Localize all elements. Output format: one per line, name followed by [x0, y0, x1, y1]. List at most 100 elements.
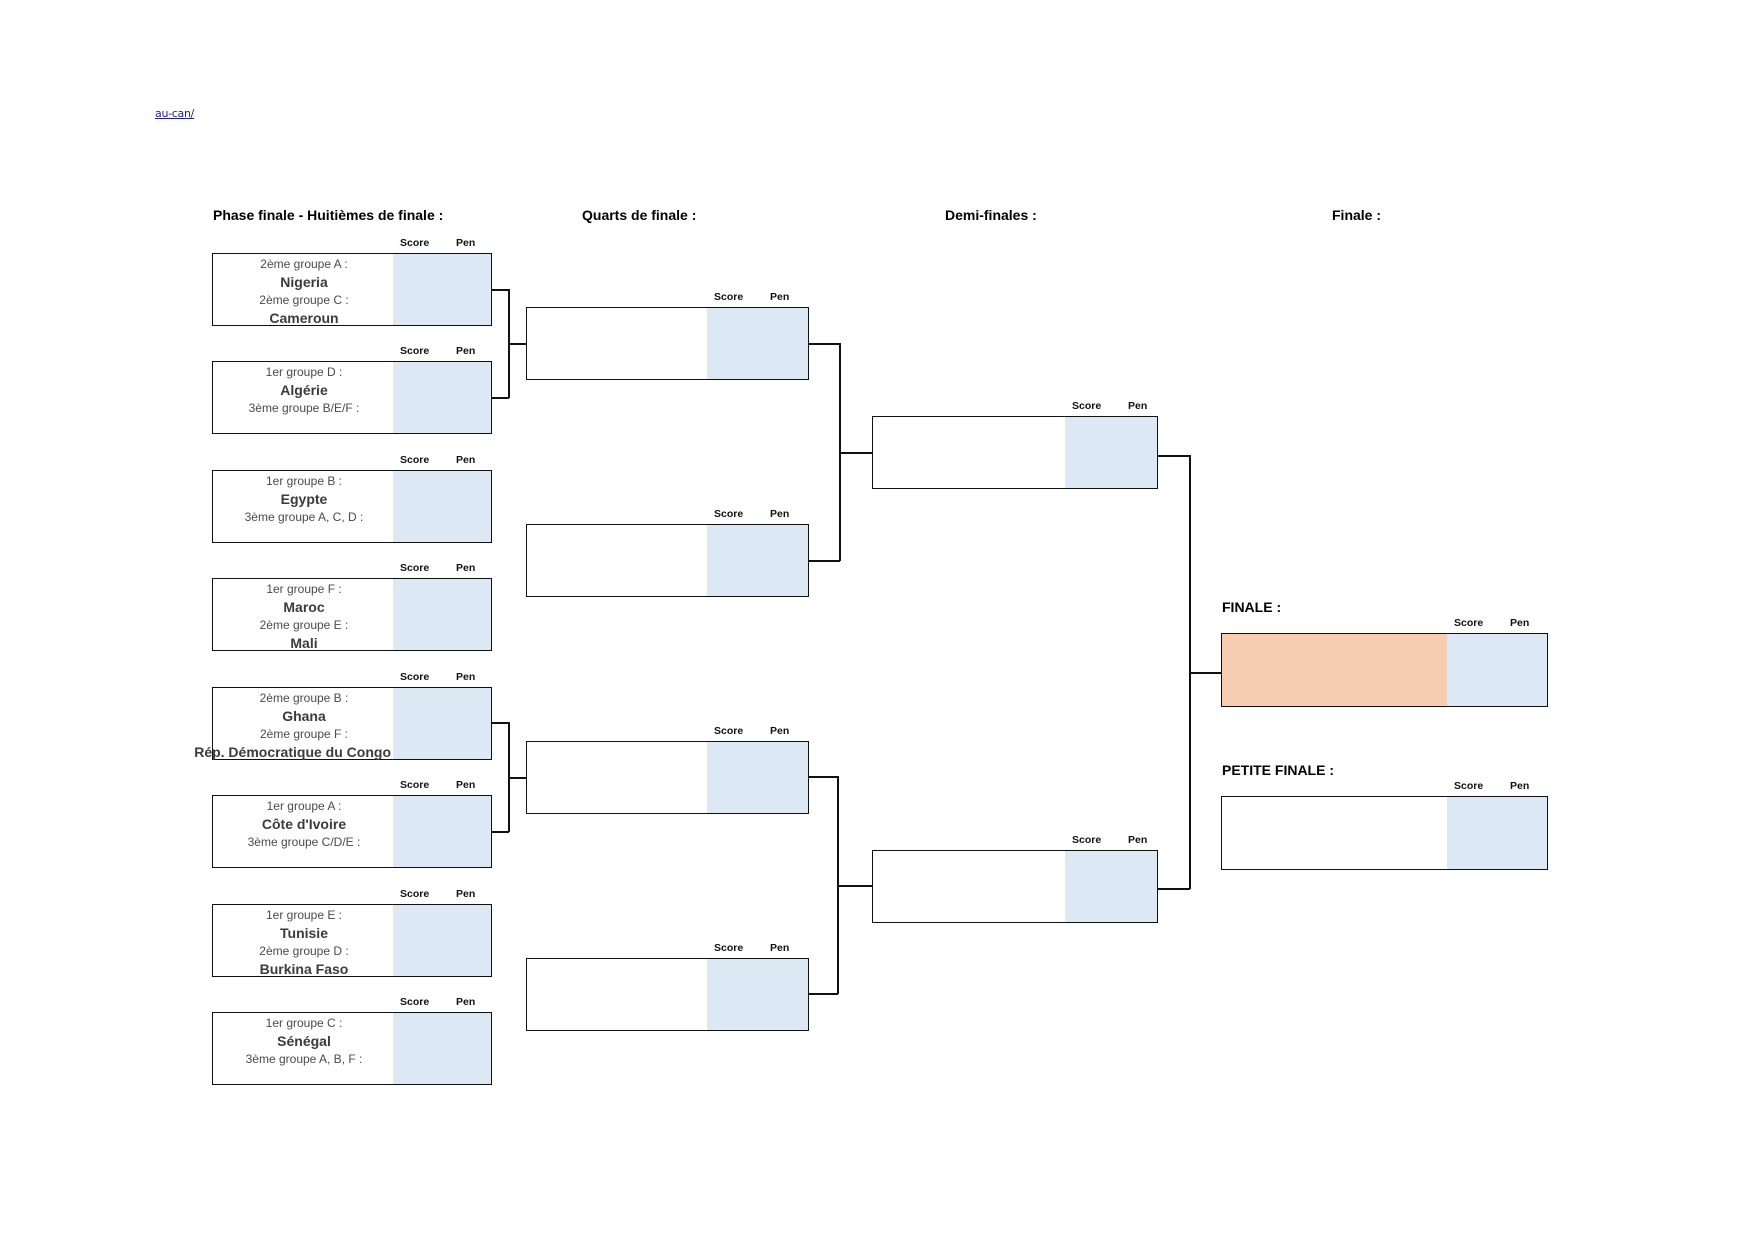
- team-name: [213, 417, 395, 435]
- score-label: Score: [1454, 617, 1484, 629]
- team-name: Ghana: [282, 708, 326, 724]
- score-label: Score: [400, 345, 430, 357]
- connector-line: [808, 560, 840, 562]
- team-name: Tunisie: [280, 925, 328, 941]
- connector-line: [1189, 672, 1221, 674]
- team-name: Cameroun: [269, 310, 339, 326]
- connector-line: [839, 452, 872, 454]
- header-round-of-16: Phase finale - Huitièmes de finale :: [213, 207, 444, 223]
- quarter-final-match[interactable]: [526, 307, 809, 380]
- pen-label: Pen: [1510, 780, 1530, 792]
- team-name: Nigeria: [280, 274, 328, 290]
- team-name: Rép. Démocratique du Congo: [194, 744, 391, 760]
- connector-line: [491, 397, 509, 399]
- pen-label: Pen: [770, 725, 790, 737]
- score-label: Score: [714, 942, 744, 954]
- score-label: Score: [400, 671, 430, 683]
- score-label: Score: [714, 291, 744, 303]
- team-name: Algérie: [280, 382, 328, 398]
- pen-label: Pen: [770, 291, 790, 303]
- pen-label: Pen: [1128, 834, 1148, 846]
- team-name: Sénégal: [277, 1033, 331, 1049]
- semi-final-match[interactable]: [872, 850, 1158, 923]
- score-input-area[interactable]: [393, 1013, 491, 1084]
- connector-line: [808, 993, 838, 995]
- slot-label: 3ème groupe C/D/E :: [247, 835, 361, 849]
- score-input-area[interactable]: [1447, 634, 1547, 706]
- score-input-area[interactable]: [393, 362, 491, 433]
- team-name: [213, 851, 395, 869]
- connector-line: [491, 289, 509, 291]
- score-input-area[interactable]: [1065, 851, 1157, 922]
- third-place-match[interactable]: [1221, 796, 1548, 870]
- pen-label: Pen: [770, 942, 790, 954]
- score-input-area[interactable]: [393, 579, 491, 650]
- connector-line: [808, 343, 840, 345]
- slot-label: 1er groupe E :: [265, 908, 343, 922]
- final-match[interactable]: [1221, 633, 1548, 707]
- quarter-final-match[interactable]: [526, 741, 809, 814]
- slot-label: 3ème groupe A, C, D :: [244, 510, 364, 524]
- connector-line: [491, 722, 509, 724]
- pen-label: Pen: [456, 345, 476, 357]
- pen-label: Pen: [456, 671, 476, 683]
- team-name: [213, 1068, 395, 1086]
- score-label: Score: [400, 237, 430, 249]
- pen-label: Pen: [456, 996, 476, 1008]
- pen-label: Pen: [456, 237, 476, 249]
- quarter-final-match[interactable]: [526, 524, 809, 597]
- quarter-final-match[interactable]: [526, 958, 809, 1031]
- score-input-area[interactable]: [707, 959, 808, 1030]
- team-name: Egypte: [280, 491, 328, 507]
- semi-final-match[interactable]: [872, 416, 1158, 489]
- score-input-area[interactable]: [393, 254, 491, 325]
- slot-label: 2ème groupe A :: [260, 257, 348, 271]
- score-label: Score: [1454, 780, 1484, 792]
- score-input-area[interactable]: [707, 742, 808, 813]
- pen-label: Pen: [456, 562, 476, 574]
- slot-label: 1er groupe C :: [265, 1016, 343, 1030]
- slot-label: 3ème groupe B/E/F :: [248, 401, 360, 415]
- source-link[interactable]: au-can/: [155, 107, 195, 120]
- score-input-area[interactable]: [393, 796, 491, 867]
- score-input-area[interactable]: [393, 905, 491, 976]
- header-quarter-finals: Quarts de finale :: [582, 207, 697, 223]
- pen-label: Pen: [1128, 400, 1148, 412]
- connector-line: [508, 777, 526, 779]
- score-input-area[interactable]: [393, 471, 491, 542]
- score-label: Score: [714, 508, 744, 520]
- score-label: Score: [714, 725, 744, 737]
- team-name: Maroc: [283, 599, 325, 615]
- score-input-area[interactable]: [707, 308, 808, 379]
- score-label: Score: [1072, 834, 1102, 846]
- score-label: Score: [400, 454, 430, 466]
- pen-label: Pen: [456, 454, 476, 466]
- score-input-area[interactable]: [1447, 797, 1547, 869]
- score-label: Score: [1072, 400, 1102, 412]
- score-label: Score: [400, 779, 430, 791]
- score-input-area[interactable]: [707, 525, 808, 596]
- connector-line: [808, 776, 838, 778]
- slot-label: 2ème groupe D :: [259, 944, 349, 958]
- pen-label: Pen: [456, 888, 476, 900]
- header-semi-finals: Demi-finales :: [945, 207, 1037, 223]
- slot-label: 2ème groupe E :: [259, 618, 349, 632]
- connector-line: [1157, 455, 1190, 457]
- third-place-title: PETITE FINALE :: [1222, 762, 1334, 778]
- score-input-area[interactable]: [1065, 417, 1157, 488]
- team-name: [213, 526, 395, 544]
- score-input-area[interactable]: [393, 688, 491, 759]
